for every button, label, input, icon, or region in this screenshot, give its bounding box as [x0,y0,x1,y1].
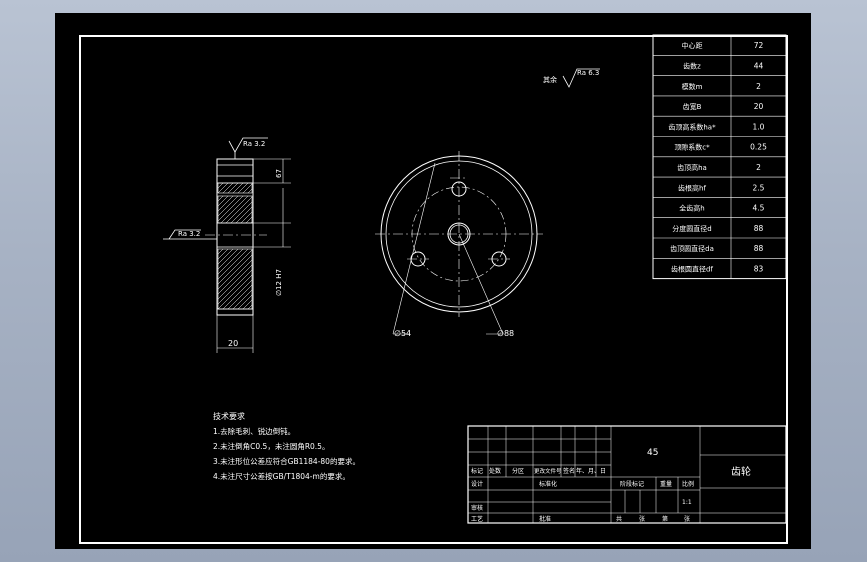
roughness-note-other: 其余 Ra 6.3 [543,68,600,88]
gear-table-value: 0.25 [750,143,767,152]
tb-label-count: 处数 [489,467,501,475]
roughness-other-label: 其余 [543,75,557,84]
tb-sheets-total: 共 [616,515,622,523]
gear-table-value: 20 [754,102,764,111]
gear-table-label: 齿顶高ha [677,163,707,172]
gear-table-label: 顶隙系数c* [674,143,710,152]
roughness-side-top-label: Ra 3.2 [243,140,265,148]
tb-sheets-no: 第 [662,515,668,523]
drawing-sheet: 中心距 72 齿数z 44 模数m 2 齿宽B 20 齿顶高系数ha* 1.0 顶隙系数c* 0.25… [55,13,811,549]
gear-table-value: 44 [754,61,764,70]
gear-section-view: Ra 3.2 Ra 3.2 20 [163,137,291,353]
gear-table-value: 2 [756,163,761,172]
gear-table-value: 4.5 [753,204,765,213]
tech-title: 技术要求 [213,411,245,421]
dim-phi54-label: ∅54 [394,329,411,338]
tb-sheets-unit1: 张 [639,515,645,523]
tb-label-zone: 分区 [512,467,524,475]
technical-requirements: 技术要求 1.去除毛刺、锐边倒钝。 2.未注倒角C0.5，未注圆角R0.5。 3… [213,411,360,481]
tb-process: 工艺 [471,515,483,523]
drawing-border [79,35,788,544]
tb-material: 45 [647,448,658,458]
tb-review: 审核 [471,504,483,512]
gear-table-label: 分度圆直径d [672,224,711,233]
tb-label-change: 更改文件号 [534,467,562,475]
gear-drawing: 中心距 72 齿数z 44 模数m 2 齿宽B 20 齿顶高系数ha* 1.0 顶隙系数c* 0.25… [79,34,788,544]
tb-sheets-unit2: 张 [684,515,690,523]
gear-parameter-table: 中心距 72 齿数z 44 模数m 2 齿宽B 20 齿顶高系数ha* 1.0 顶隙系数c* 0.25… [652,34,787,280]
tech-item-3: 3.未注形位公差应符合GB1184-80的要求。 [213,456,360,466]
dim-right-b-label: ∅12 H7 [275,269,283,296]
tech-item-2: 2.未注倒角C0.5，未注圆角R0.5。 [213,441,329,451]
gear-table-value: 72 [754,41,764,50]
tb-standardize: 标准化 [539,480,557,488]
tb-scale-value: 1:1 [682,499,692,506]
tb-stage: 阶段标记 [620,480,644,488]
dim-right-a-label: 67 [275,169,283,178]
gear-table-value: 1.0 [753,122,765,131]
gear-table-label: 齿顶圆直径da [670,244,714,253]
gear-table-label: 齿宽B [683,102,702,111]
tech-item-4: 4.未注尺寸公差按GB/T1804-m的要求。 [213,471,350,481]
gear-table-label: 齿顶高系数ha* [668,122,716,131]
gear-table-value: 2 [756,82,761,91]
dim-phi88-label: ∅88 [497,329,514,338]
gear-table-label: 模数m [682,82,703,91]
gear-table-label: 齿根高hf [678,183,706,192]
tb-approve: 批准 [539,515,551,523]
gear-table-value: 88 [754,244,764,253]
tb-scale: 比例 [682,480,694,488]
tb-label-mark: 标记 [471,467,483,475]
roughness-side-left-label: Ra 3.2 [178,230,200,238]
roughness-top-label: Ra 6.3 [577,69,599,77]
gear-front-view: ∅54 ∅88 [375,151,543,338]
gear-table-label: 齿根圆直径df [671,264,713,273]
tb-label-date: 年、月、日 [576,467,606,475]
tb-label-sign: 签名 [563,467,575,475]
gear-table-label: 齿数z [683,61,701,70]
tb-part-name: 齿轮 [731,465,751,478]
tech-item-1: 1.去除毛刺、锐边倒钝。 [213,426,295,436]
gear-table-value: 88 [754,224,764,233]
gear-table-label: 全齿高h [679,204,704,213]
tb-design: 设计 [471,480,483,488]
gear-table-value: 2.5 [753,183,765,192]
gear-table-label: 中心距 [682,41,703,50]
tb-weight: 重量 [660,480,672,488]
gear-table-value: 83 [754,264,764,273]
title-block: 标记 处数 分区 更改文件号 签名 年、月、日 设计 标准化 审核 工艺 批准 … [467,425,787,524]
dim-width-label: 20 [228,339,238,348]
